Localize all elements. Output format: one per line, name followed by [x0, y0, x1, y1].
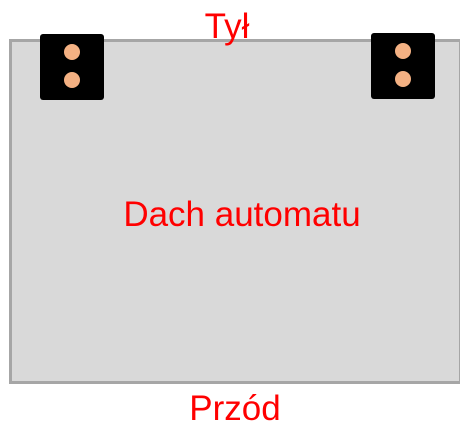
- connector-right-pin-bottom: [395, 71, 411, 87]
- connector-right: [371, 33, 435, 99]
- connector-left-pin-bottom: [64, 72, 80, 88]
- back-label: Tył: [204, 7, 250, 46]
- roof-label: Dach automatu: [123, 195, 361, 234]
- connector-right-pin-top: [395, 43, 411, 59]
- front-label: Przód: [189, 389, 281, 428]
- connector-left-pin-top: [64, 44, 80, 60]
- connector-left: [40, 34, 104, 100]
